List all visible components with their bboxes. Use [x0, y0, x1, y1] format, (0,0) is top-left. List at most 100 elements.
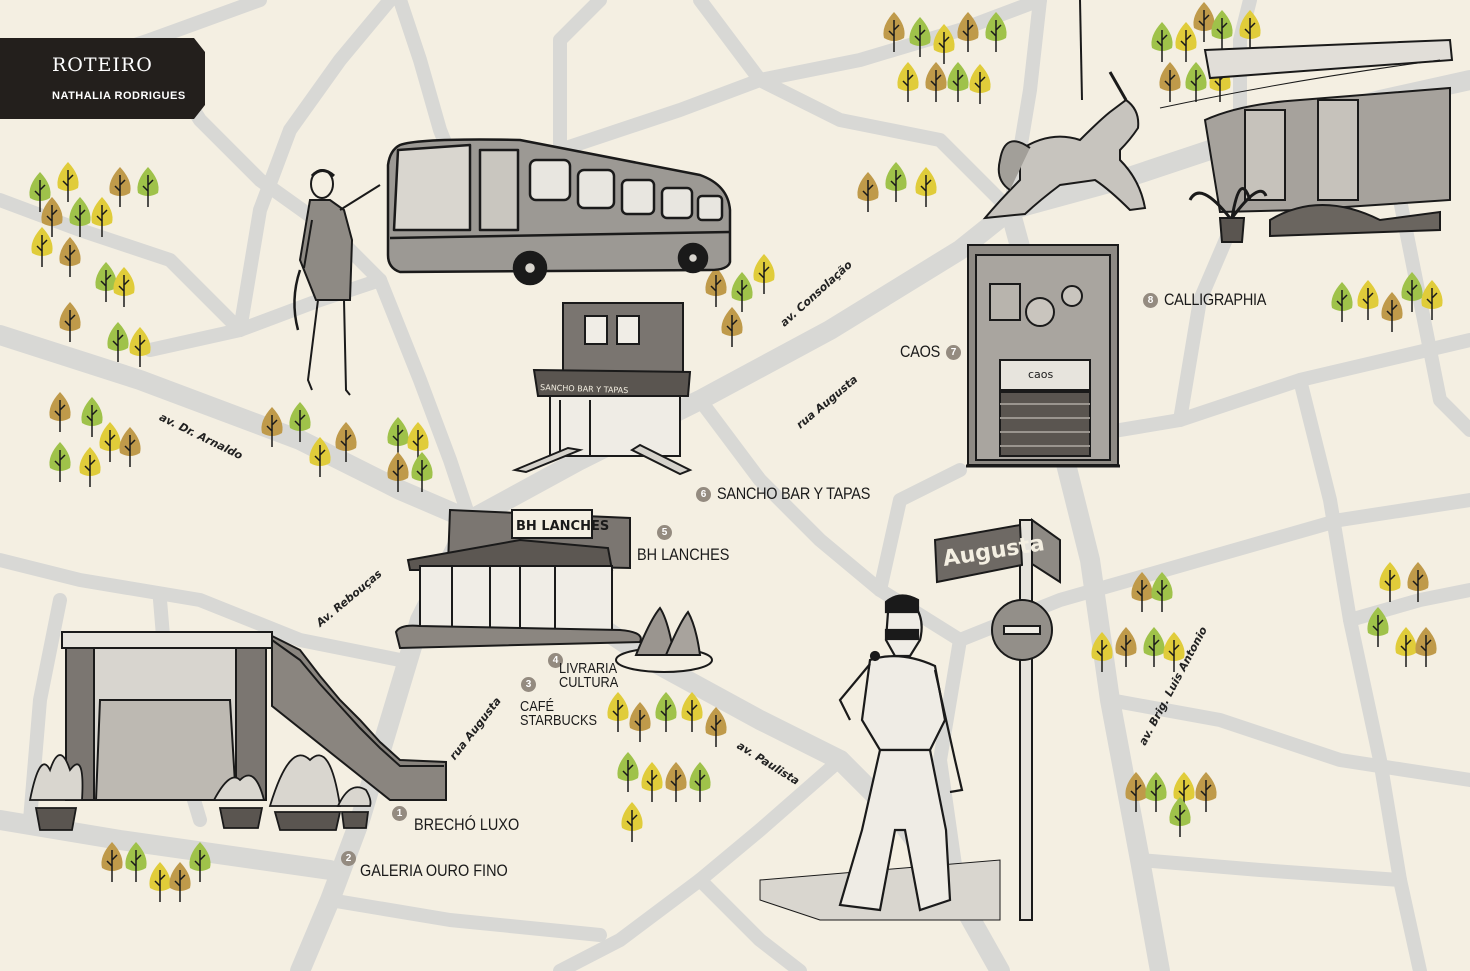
tree-icon [1239, 10, 1261, 50]
poi-number: 1 [392, 806, 407, 821]
tree-icon [119, 427, 141, 467]
tree-icon [129, 327, 151, 367]
augusta-street-sign [933, 518, 1061, 921]
tree-icon [107, 322, 129, 362]
tree-icon [1381, 292, 1403, 332]
tree-icon [947, 62, 969, 102]
tree-icon [607, 692, 629, 732]
tree-icon [1379, 562, 1401, 602]
tree-icon [1145, 772, 1167, 812]
tree-icon [109, 167, 131, 207]
tree-icon [681, 692, 703, 732]
tree-icon [1357, 280, 1379, 320]
tree-icon [705, 707, 727, 747]
poi-bh-lanches[interactable]: 5 [657, 525, 672, 540]
tree-icon [1175, 22, 1197, 62]
tree-icon [1173, 772, 1195, 812]
galeria-illustration [61, 631, 447, 801]
performer-illustration [759, 594, 1001, 921]
tree-icon [1125, 772, 1147, 812]
tree-icon [101, 842, 123, 882]
poi-bh-lanches-label: BH LANCHES [637, 545, 730, 564]
poi-caos[interactable]: 7 CAOS [893, 342, 961, 362]
sancho-bar-illustration [511, 302, 693, 476]
poi-livraria-cultura-label: LIVRARIA CULTURA [559, 660, 619, 691]
title-box: ROTEIRO NATHALIA RODRIGUES [0, 38, 205, 119]
tree-icon [1195, 772, 1217, 812]
poi-livraria-cultura[interactable]: 4 [548, 653, 563, 668]
tree-clusters [29, 2, 1443, 902]
tree-icon [957, 12, 979, 52]
tree-icon [883, 12, 905, 52]
tree-icon [985, 12, 1007, 52]
tree-icon [407, 422, 429, 462]
tree-icon [57, 162, 79, 202]
tree-icon [705, 267, 727, 307]
tree-icon [1091, 632, 1113, 672]
map-title: ROTEIRO [52, 54, 153, 76]
tree-icon [1163, 632, 1185, 672]
tree-icon [1169, 797, 1191, 837]
tree-icon [689, 762, 711, 802]
tree-icon [335, 422, 357, 462]
poi-label: SANCHO BAR Y TAPAS [717, 484, 871, 503]
plants-illustration [28, 754, 372, 831]
caos-building-illustration [966, 244, 1120, 468]
tree-icon [1151, 22, 1173, 62]
tree-icon [125, 842, 147, 882]
tree-icon [1331, 282, 1353, 322]
tree-icon [95, 262, 117, 302]
tree-icon [189, 842, 211, 882]
tree-icon [91, 197, 113, 237]
tree-icon [309, 437, 331, 477]
tree-icon [753, 254, 775, 294]
tree-icon [289, 402, 311, 442]
bh-lanches-illustration [394, 508, 713, 673]
tree-icon [655, 692, 677, 732]
tree-icon [59, 302, 81, 342]
tree-icon [261, 407, 283, 447]
tree-icon [1421, 280, 1443, 320]
poi-label: CALLIGRAPHIA [1164, 290, 1267, 309]
poi-brecho-luxo-label: BRECHÓ LUXO [414, 815, 520, 834]
author-name: NATHALIA RODRIGUES [52, 90, 186, 102]
poi-sancho-bar[interactable]: 6 SANCHO BAR Y TAPAS [696, 484, 897, 504]
calligraphia-illustration [1159, 38, 1454, 243]
poi-cafe-starbucks-label: CAFÉ STARBUCKS [520, 698, 597, 729]
tree-icon [621, 802, 643, 842]
tree-icon [1131, 572, 1153, 612]
tree-icon [1185, 62, 1207, 102]
tree-icon [169, 862, 191, 902]
tree-icon [1415, 627, 1437, 667]
tree-icon [1193, 2, 1215, 42]
tree-icon [79, 447, 101, 487]
tree-icon [629, 702, 651, 742]
poi-brecho-luxo[interactable]: 1 [392, 806, 407, 821]
tree-icon [387, 452, 409, 492]
poi-number: 3 [521, 677, 536, 692]
tree-icon [885, 162, 907, 202]
tree-icon [81, 397, 103, 437]
poi-calligraphia[interactable]: 8 CALLIGRAPHIA [1143, 290, 1284, 310]
tree-icon [1401, 272, 1423, 312]
tree-icon [665, 762, 687, 802]
tree-icon [909, 17, 931, 57]
poi-number: 8 [1143, 292, 1158, 308]
poi-cafe-starbucks[interactable]: 3 [521, 677, 536, 692]
unicorn-pinata-illustration [982, 0, 1147, 220]
tree-icon [721, 307, 743, 347]
tree-icon [933, 24, 955, 64]
tree-icon [1407, 562, 1429, 602]
caos-sign-text: caos [1028, 368, 1054, 381]
poi-galeria-ouro-fino-label: GALERIA OURO FINO [360, 861, 508, 880]
tree-icon [49, 442, 71, 482]
poi-number: 6 [696, 486, 711, 502]
bus-illustration [386, 138, 732, 286]
tree-icon [1367, 607, 1389, 647]
tree-icon [1151, 572, 1173, 612]
tree-icon [925, 62, 947, 102]
tree-icon [857, 172, 879, 212]
tree-icon [1159, 62, 1181, 102]
poi-galeria-ouro-fino[interactable]: 2 [341, 851, 356, 866]
tree-icon [69, 197, 91, 237]
